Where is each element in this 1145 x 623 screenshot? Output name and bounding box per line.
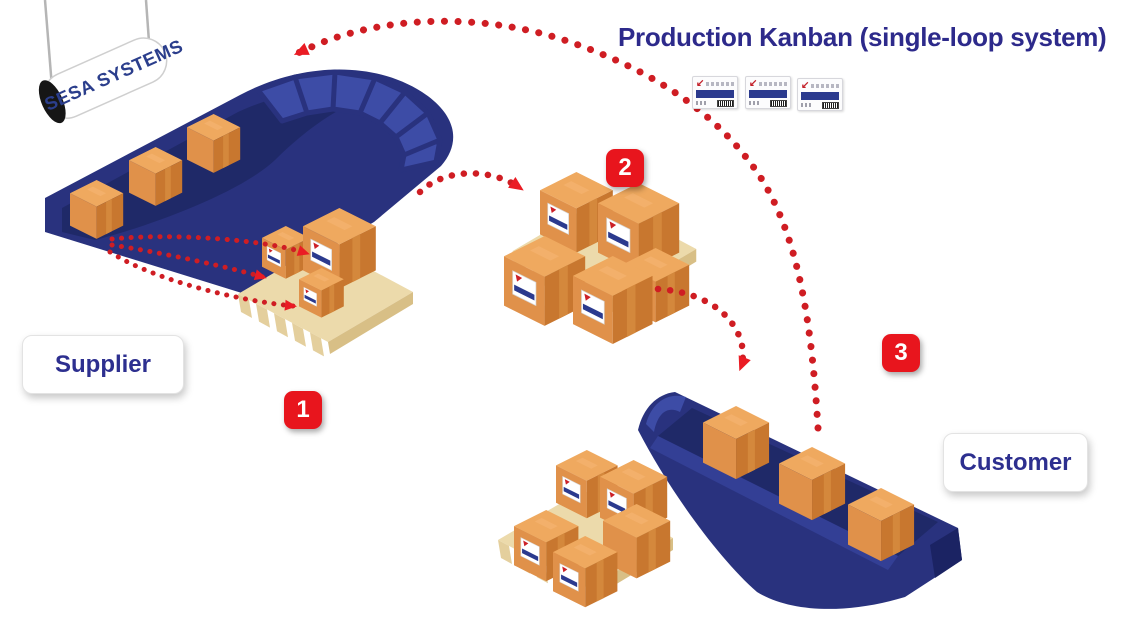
kanban-card: ↙ [692, 76, 738, 109]
delivery-arrow [654, 285, 751, 372]
customer-label: Customer [943, 433, 1088, 492]
page-title: Production Kanban (single-loop system) [618, 22, 1107, 52]
card-logo-lines [706, 81, 734, 86]
flow-arrows [107, 17, 822, 432]
step-badge-3: 3 [882, 334, 920, 372]
kanban-return-arrow [293, 17, 822, 432]
red-arrow-icon: ↙ [749, 78, 758, 89]
kanban-card: ↙ [797, 78, 843, 111]
card-fineprint [749, 101, 760, 105]
card-logo-lines [811, 83, 839, 88]
kanban-attach-arrow [107, 249, 297, 311]
barcode [717, 99, 734, 107]
customer-conveyor [638, 392, 962, 609]
customer-label-text: Customer [959, 448, 1072, 476]
step2-pallet [504, 172, 697, 344]
card-logo-lines [759, 81, 787, 86]
kanban-card: ↙ [745, 76, 791, 109]
card-navy-bar [801, 92, 839, 100]
sesa-banner: SESA SYSTEMS [38, 0, 186, 124]
barcode [822, 101, 839, 109]
red-arrow-icon: ↙ [696, 78, 705, 89]
supplier-label-text: Supplier [54, 350, 151, 378]
barcode [770, 99, 787, 107]
step-badge-2: 2 [606, 149, 644, 187]
card-fineprint [801, 103, 812, 107]
card-fineprint [696, 101, 707, 105]
supplier-conveyor [45, 69, 454, 298]
card-navy-bar [749, 90, 787, 98]
customer-pallet [498, 450, 673, 607]
card-navy-bar [696, 90, 734, 98]
supplier-label: Supplier [22, 335, 184, 394]
step-badge-1: 1 [284, 391, 322, 429]
kanban-attach-arrow [109, 242, 267, 281]
step-badge-2-number: 2 [618, 154, 632, 181]
red-arrow-icon: ↙ [801, 80, 810, 91]
pallet-move-arrow [416, 170, 524, 196]
step-badge-3-number: 3 [894, 339, 908, 366]
step-badge-1-number: 1 [296, 396, 310, 423]
conveyor-rim-panels [255, 69, 443, 173]
